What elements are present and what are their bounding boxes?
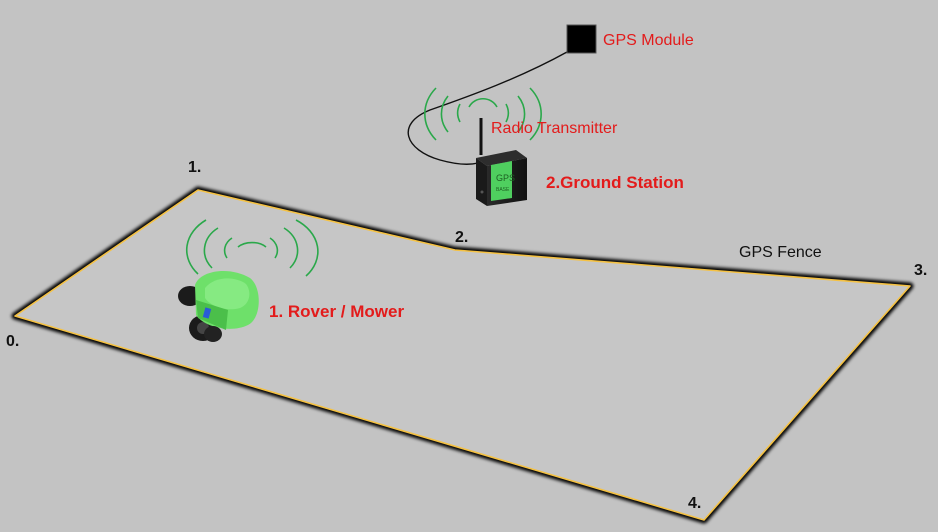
gps-module-label: GPS Module <box>603 32 694 49</box>
gps-fence <box>11 186 914 524</box>
fence-point-2: 2. <box>455 229 468 246</box>
device-text: GPS <box>496 173 515 183</box>
fence-point-3: 3. <box>914 262 927 279</box>
gps-fence-label: GPS Fence <box>739 244 822 261</box>
ground-station-icon: GPS BASE <box>476 118 527 206</box>
ground-station-signal-icon <box>424 87 542 141</box>
rover-label: 1. Rover / Mower <box>269 302 404 321</box>
device-subtext: BASE <box>496 187 510 193</box>
gps-cable <box>407 51 568 165</box>
fence-point-0: 0. <box>6 333 19 350</box>
rover-signal-icon <box>185 219 319 277</box>
rover-icon <box>178 270 259 342</box>
fence-outline <box>14 189 911 521</box>
fence-point-1: 1. <box>188 159 201 176</box>
gps-module-icon <box>566 24 597 54</box>
fence-point-4: 4. <box>688 495 701 512</box>
radio-transmitter-label: Radio Transmitter <box>491 120 618 137</box>
ground-station-label: 2.Ground Station <box>546 173 684 192</box>
